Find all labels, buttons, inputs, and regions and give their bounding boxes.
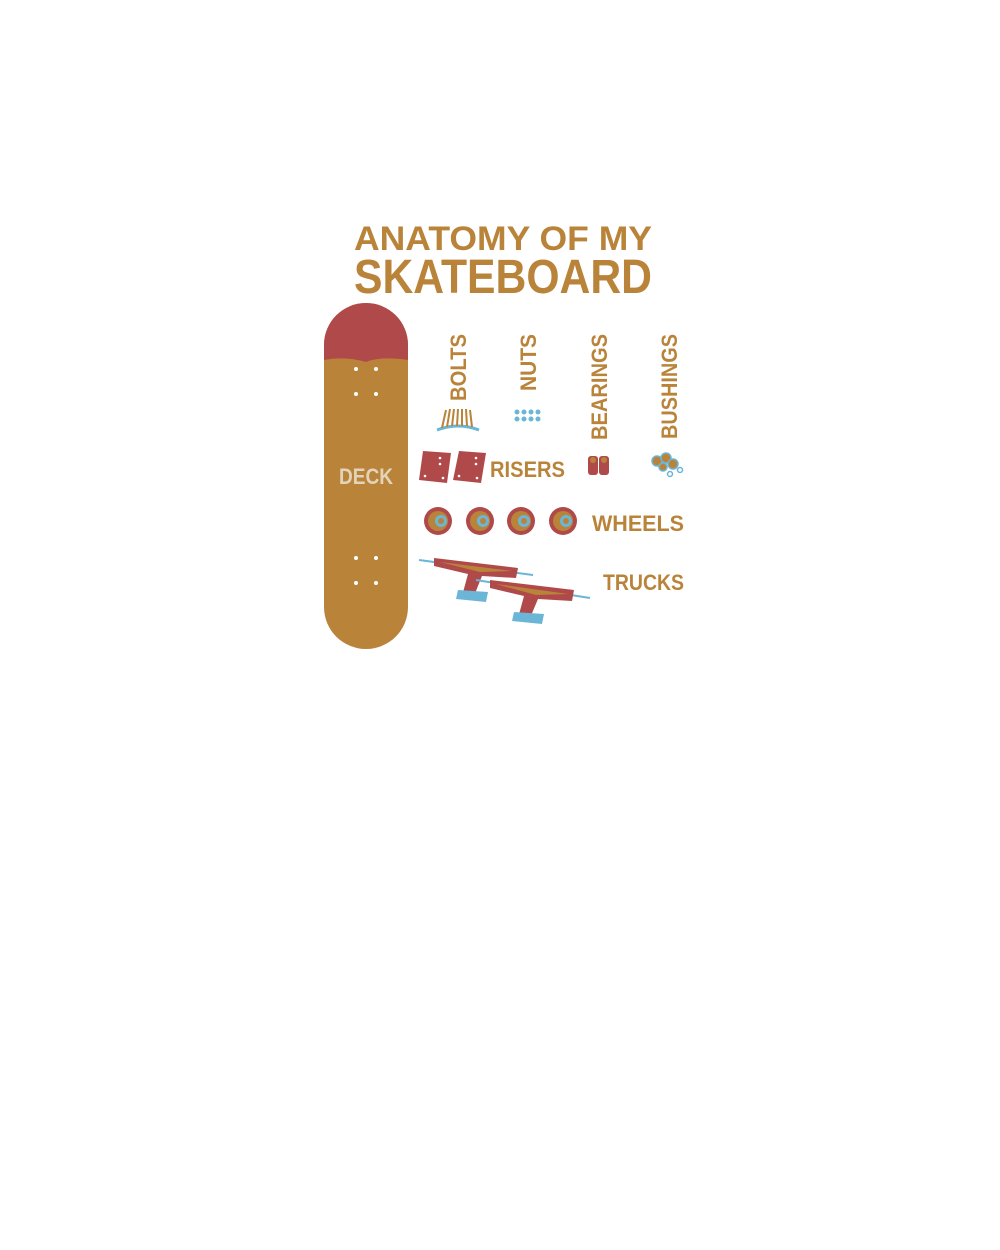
- bearings-icon: [588, 456, 609, 475]
- wheel: [466, 507, 494, 535]
- bearings-label: BEARINGS: [587, 334, 612, 440]
- bushings-icon: [651, 452, 684, 478]
- truck: [418, 558, 534, 602]
- deck-illustration: DECK: [324, 303, 408, 649]
- title-line-2: SKATEBOARD: [354, 251, 652, 304]
- wheel: [507, 507, 535, 535]
- bushings-label: BUSHINGS: [657, 334, 682, 439]
- deck-label: DECK: [339, 464, 393, 489]
- wheels-label: WHEELS: [592, 511, 684, 536]
- nuts-icon: [514, 409, 541, 422]
- truck: [475, 579, 591, 624]
- trucks-icon: [418, 558, 591, 624]
- wheel: [424, 507, 452, 535]
- wheel: [549, 507, 577, 535]
- title-line-1: ANATOMY OF MY: [354, 220, 652, 258]
- risers-label: RISERS: [490, 457, 565, 482]
- nuts-label: NUTS: [516, 334, 541, 391]
- trucks-label: TRUCKS: [603, 570, 684, 595]
- bolts-icon: [436, 408, 480, 432]
- wheels-icon: [424, 507, 577, 535]
- risers-icon: [419, 451, 486, 483]
- bolts-label: BOLTS: [446, 334, 471, 401]
